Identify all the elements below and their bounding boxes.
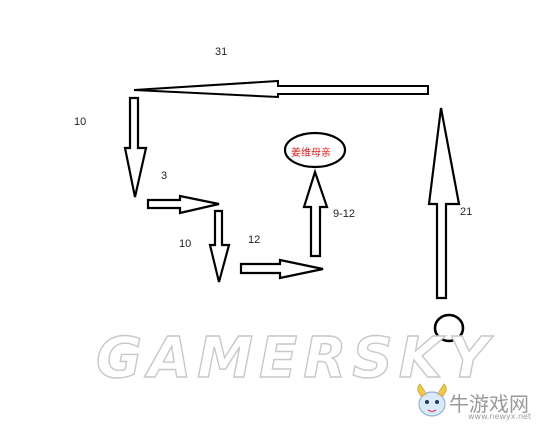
arrow-down-10-first [123,96,148,198]
arrow-up-9-12 [302,168,329,258]
label-step-3: 3 [161,170,168,182]
arrow-right-12 [239,258,324,280]
site-mascot-logo [417,383,447,417]
gamersky-watermark: GAMERSKY [95,325,495,391]
arrow-up-21 [427,107,461,300]
label-step-31: 31 [215,46,228,58]
arrow-left-31 [133,79,429,99]
target-label: 姜维母亲 [291,148,331,159]
label-step-10-first: 10 [74,116,87,128]
site-url: www.newyx.net [468,412,532,421]
label-step-9-12: 9-12 [333,208,356,220]
target-ellipse [283,131,347,169]
site-name-logo: 牛游戏网 [449,392,529,416]
arrow-down-10-second [208,209,231,283]
label-step-10-second: 10 [179,238,192,250]
label-step-21: 21 [460,206,473,218]
start-circle [433,313,465,343]
arrow-right-3 [146,194,220,215]
label-step-12: 12 [248,234,261,246]
